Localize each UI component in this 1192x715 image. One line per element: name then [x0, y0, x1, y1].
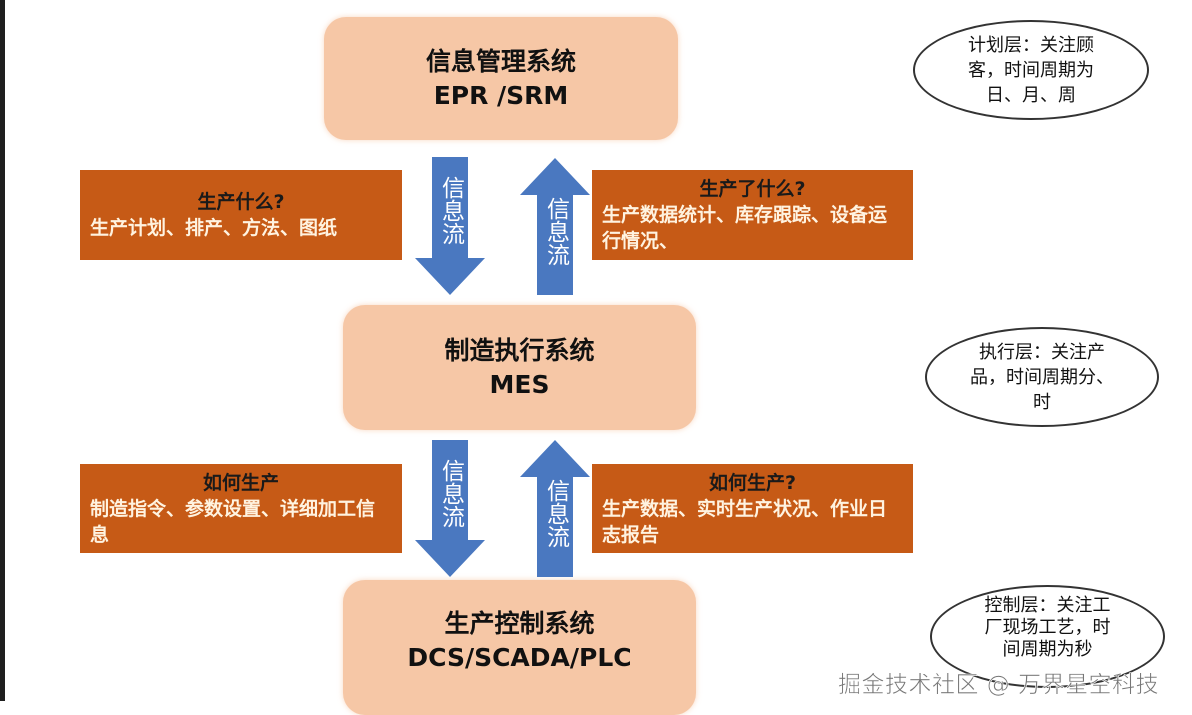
system-title: 信息管理系统 — [425, 46, 576, 76]
info-box-how-to-produce: 如何生产 制造指令、参数设置、详细加工信息 — [80, 464, 402, 553]
system-subtitle: DCS/SCADA/PLC — [407, 642, 632, 672]
system-box-erp: 信息管理系统 EPR /SRM — [324, 17, 678, 140]
box-question: 如何生产 — [202, 471, 279, 494]
up-arrow-icon: 信息流 — [520, 440, 590, 577]
annotation-line: 客，时间周期为 — [968, 59, 1094, 81]
window-edge — [0, 0, 5, 701]
system-box-control: 生产控制系统 DCS/SCADA/PLC — [343, 580, 696, 715]
annotation-line: 时 — [1033, 391, 1051, 413]
annotation-line: 控制层：关注工 — [984, 595, 1111, 616]
system-subtitle: MES — [489, 369, 550, 399]
flow-label: 信息流 — [437, 458, 464, 528]
box-detail: 生产数据统计、库存跟踪、设备运行情况、 — [602, 204, 888, 252]
flow-label: 信息流 — [437, 175, 464, 245]
flow-label: 信息流 — [542, 196, 569, 266]
system-subtitle: EPR /SRM — [433, 80, 569, 110]
info-box-what-produced: 生产了什么? 生产数据统计、库存跟踪、设备运行情况、 — [592, 170, 913, 260]
box-question: 生产什么? — [197, 191, 285, 213]
annotation-execution-layer: 执行层：关注产 品，时间周期分、 时 — [925, 327, 1159, 427]
watermark: 掘金技术社区 @ 万界星空科技 — [838, 672, 1160, 699]
annotation-planning-layer: 计划层：关注顾 客，时间周期为 日、月、周 — [913, 20, 1149, 120]
down-arrow-icon: 信息流 — [415, 157, 485, 295]
system-title: 制造执行系统 — [444, 335, 595, 365]
system-box-mes: 制造执行系统 MES — [343, 305, 696, 430]
system-title: 生产控制系统 — [444, 608, 595, 638]
up-arrow-icon: 信息流 — [520, 158, 590, 295]
box-detail: 制造指令、参数设置、详细加工信息 — [90, 497, 376, 546]
info-box-production-feedback: 如何生产? 生产数据、实时生产状况、作业日志报告 — [592, 464, 913, 553]
info-box-what-to-produce: 生产什么? 生产计划、排产、方法、图纸 — [80, 170, 402, 260]
annotation-line: 品，时间周期分、 — [970, 366, 1114, 388]
annotation-control-layer: 控制层：关注工 厂现场工艺，时 间周期为秒 — [930, 585, 1165, 688]
box-detail: 生产数据、实时生产状况、作业日志报告 — [602, 497, 888, 546]
box-detail: 生产计划、排产、方法、图纸 — [90, 217, 338, 239]
flow-label: 信息流 — [542, 478, 569, 548]
box-question: 如何生产? — [708, 471, 797, 494]
down-arrow-icon: 信息流 — [415, 440, 485, 577]
annotation-line: 执行层：关注产 — [979, 341, 1105, 363]
annotation-line: 厂现场工艺，时 — [984, 617, 1111, 638]
annotation-line: 间周期为秒 — [1002, 639, 1093, 660]
annotation-line: 计划层：关注顾 — [968, 34, 1094, 56]
box-question: 生产了什么? — [699, 178, 806, 200]
annotation-line: 日、月、周 — [986, 84, 1076, 106]
